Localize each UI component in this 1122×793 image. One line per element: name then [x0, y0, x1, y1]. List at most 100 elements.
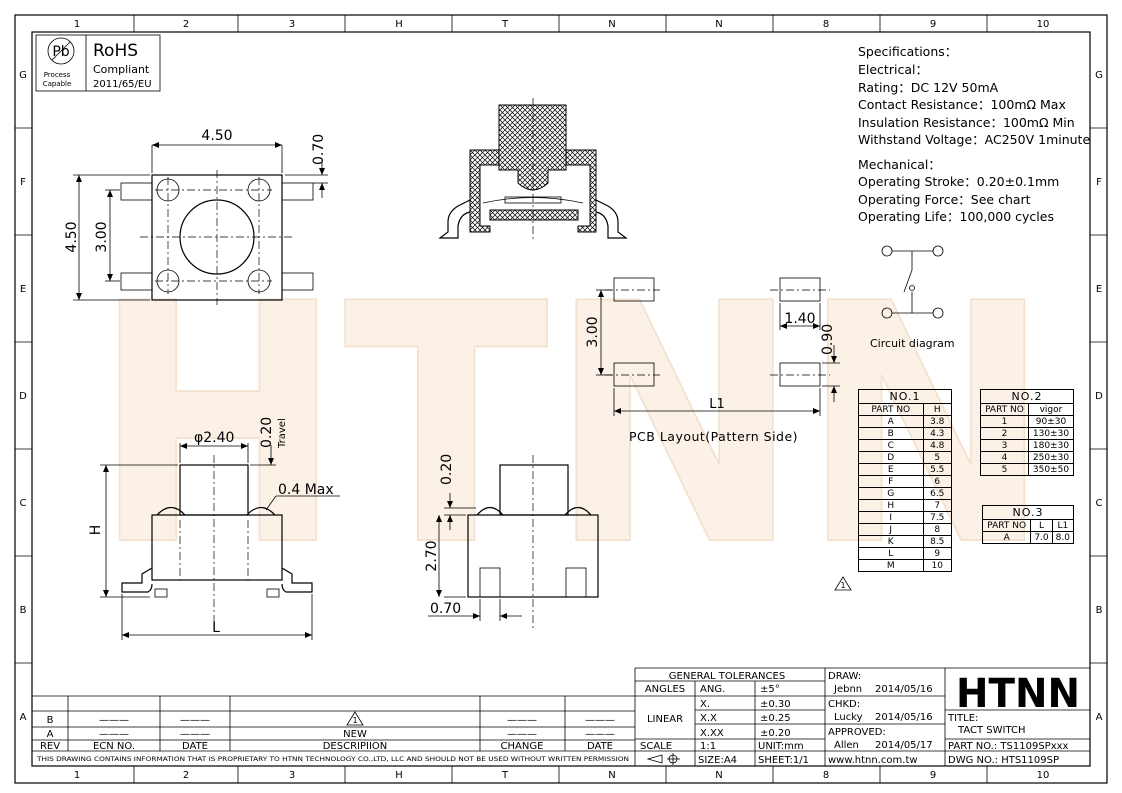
rohs-subtitle: Compliant	[93, 63, 150, 76]
col-label: 10	[1037, 19, 1050, 30]
spec-line: Mechanical：	[858, 157, 941, 172]
tol-size: SIZE:A4	[698, 755, 737, 766]
approved-date: 2014/05/17	[875, 740, 933, 751]
process-capable-text: Process	[44, 71, 71, 79]
col-label: 9	[930, 19, 936, 30]
dwg-no: DWG NO.: HTS1109SP	[948, 755, 1059, 766]
dim-pcb-pad-w: 1.40	[784, 311, 815, 327]
svg-text:1: 1	[840, 581, 845, 590]
table-header: vigor	[1027, 403, 1075, 416]
approvals-block: DRAW: Jebnn 2014/05/16 CHKD: Lucky 2014/…	[828, 671, 933, 766]
table-no3-caption: NO.3	[982, 505, 1074, 519]
approved-label: APPROVED:	[828, 727, 886, 738]
svg-text:Pb: Pb	[52, 44, 69, 60]
rev-header: REV	[40, 741, 60, 752]
table-cell: 90±30	[1027, 415, 1075, 428]
dim-top-height: 4.50	[64, 221, 80, 252]
table-header: PART NO	[858, 403, 924, 416]
tol-scale-label: SCALE	[640, 741, 672, 752]
col-label: T	[501, 19, 509, 30]
circuit-label: Circuit diagram	[870, 337, 955, 350]
table-header: L	[1030, 519, 1053, 532]
zone-ticks	[15, 15, 1107, 783]
row-label: A	[20, 712, 27, 723]
row-label: D	[19, 391, 27, 402]
col-label: N	[715, 19, 722, 30]
tol-ang-value: ±5°	[760, 684, 780, 695]
table-cell: 4.3	[922, 427, 953, 440]
chkd-name: Lucky	[834, 712, 863, 723]
table-cell: I	[858, 511, 924, 524]
dim-top-gap: 0.70	[311, 134, 327, 165]
tol-linear-key: X.XX	[700, 728, 724, 739]
dim-front-l: L	[212, 620, 220, 636]
spec-line: Withstand Voltage：AC250V 1minute	[858, 132, 1090, 147]
revision-warning-icon: 1	[346, 711, 364, 726]
table-cell: 8	[922, 523, 953, 536]
row-label: F	[20, 177, 26, 188]
tol-linear-value: ±0.30	[760, 699, 791, 710]
tol-linear-key: X.X	[700, 713, 717, 724]
rev-cell: B	[47, 715, 54, 726]
zone-labels: 1 2 3 H T N N 8 9 10 1 2 3 H T N N 8 9 1…	[19, 19, 1103, 781]
table-cell: 9	[922, 547, 953, 560]
dim-side-w: 0.70	[430, 601, 461, 617]
chkd-date: 2014/05/16	[875, 712, 933, 723]
spec-line: Operating Stroke：0.20±0.1mm	[858, 174, 1059, 189]
section-view	[438, 98, 628, 240]
col-label: N	[608, 19, 615, 30]
table-cell: B	[858, 427, 924, 440]
rev-cell: ———	[180, 715, 210, 726]
tol-ang-label: ANG.	[700, 684, 725, 695]
table-cell: 7.0	[1030, 531, 1053, 544]
table-cell: A	[981, 531, 1032, 544]
dim-front-h: H	[88, 525, 104, 536]
tol-title: GENERAL TOLERANCES	[669, 671, 785, 682]
top-view: 4.50 0.70 4.50 3.00	[64, 128, 328, 305]
row-label: D	[1095, 391, 1103, 402]
rev-cell: ———	[99, 715, 129, 726]
spec-line: Electrical：	[858, 62, 928, 77]
pcb-layout: 3.00 1.40 0.90 L1 PCB Layout(Pattern Sid…	[585, 277, 840, 444]
table-cell: 4.8	[922, 439, 953, 452]
table-header: PART NO	[981, 519, 1032, 532]
website: www.htnn.com.tw	[828, 755, 918, 766]
rev-header: ECN NO.	[93, 741, 135, 752]
col-label: 10	[1037, 770, 1050, 781]
rev-cell: ———	[585, 715, 615, 726]
rev-header: DATE	[182, 741, 208, 752]
row-label: C	[1096, 498, 1103, 509]
row-label: E	[1096, 284, 1102, 295]
spec-line: Operating Force：See chart	[858, 192, 1031, 207]
projection-symbol-icon	[646, 753, 680, 765]
table-header: PART NO	[980, 403, 1029, 416]
table-cell: 180±30	[1027, 439, 1075, 452]
draw-date: 2014/05/16	[875, 684, 933, 695]
pcb-label: PCB Layout(Pattern Side)	[629, 429, 798, 444]
dim-front-travel-label: Travel	[277, 418, 288, 449]
table-cell: 2	[980, 427, 1029, 440]
spec-line: Insulation Resistance：100mΩ Min	[858, 115, 1075, 130]
dim-front-max: 0.4 Max	[278, 482, 334, 498]
row-label: F	[1096, 177, 1102, 188]
tol-linear-key: X.	[700, 699, 710, 710]
rohs-directive: 2011/65/EU	[93, 79, 152, 90]
row-label: B	[1096, 605, 1103, 616]
tolerances-block: GENERAL TOLERANCES ANGLES ANG. ±5° LINEA…	[640, 671, 809, 766]
draw-label: DRAW:	[828, 671, 861, 682]
specifications: Specifications： Electrical： Rating：DC 12…	[858, 44, 1090, 224]
table-header: L1	[1051, 519, 1075, 532]
title-text: TACT SWITCH	[957, 725, 1025, 736]
company-logo: HTNN	[956, 671, 1080, 717]
row-label: A	[1096, 712, 1103, 723]
table-cell: 4	[980, 451, 1029, 464]
chkd-label: CHKD:	[828, 699, 860, 710]
table-cell: 8.5	[922, 535, 953, 548]
table-cell: F	[858, 475, 924, 488]
dim-front-dia: φ2.40	[194, 430, 234, 446]
table-cell: 350±50	[1027, 463, 1075, 476]
col-label: 8	[823, 770, 829, 781]
dim-pcb-l1: L1	[709, 397, 725, 412]
